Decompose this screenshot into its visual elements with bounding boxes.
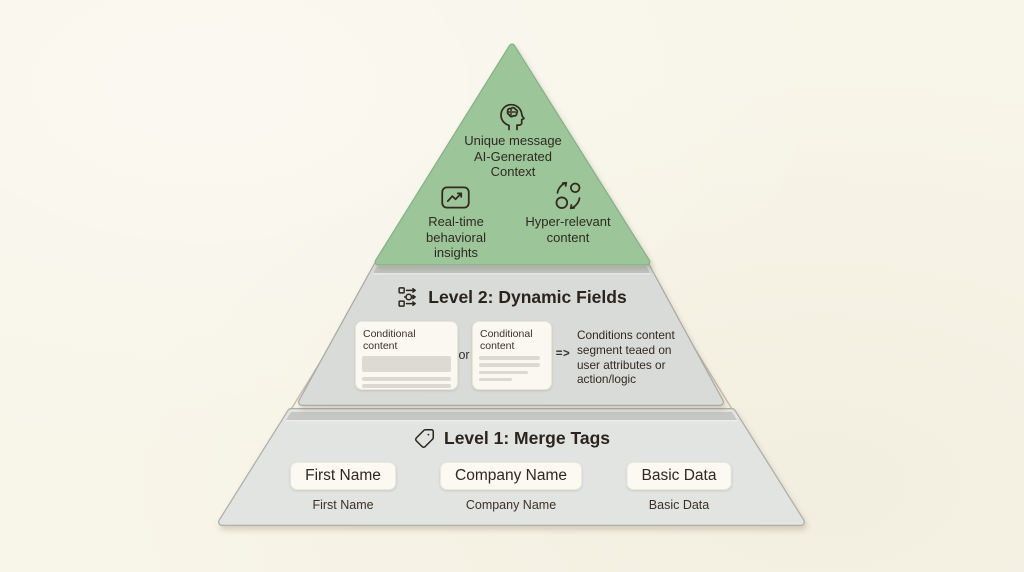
- placeholder-block: [362, 356, 451, 372]
- placeholder-line: [479, 377, 512, 382]
- card-title: Conditional content: [480, 328, 533, 352]
- placeholder-line: [362, 377, 451, 381]
- workflow-icon: [397, 286, 419, 308]
- merge-tag-caption: First Name: [312, 498, 374, 512]
- merge-tag-caption: Basic Data: [648, 498, 710, 512]
- level2-header: Level 2: Dynamic Fields: [397, 286, 627, 308]
- merge-tag-caption: Company Name: [465, 498, 557, 512]
- merge-tag-chip-first-name: First Name: [290, 462, 396, 490]
- tag-icon: [414, 428, 435, 449]
- sync-circles-icon: [551, 178, 586, 213]
- conditional-content-card-2: Conditional content: [472, 321, 552, 390]
- or-label: or: [458, 348, 470, 362]
- merge-tag-chip-basic-data: Basic Data: [626, 462, 732, 490]
- level1-header: Level 1: Merge Tags: [414, 428, 610, 449]
- top-right-label: Hyper-relevant content: [525, 214, 611, 245]
- top-left-label: Real-time behavioral insights: [426, 214, 486, 260]
- trend-chart-icon: [441, 186, 470, 209]
- level1-title: Level 1: Merge Tags: [444, 428, 610, 448]
- level2-description: Conditions content segment teaed on user…: [577, 328, 675, 387]
- placeholder-line: [479, 370, 528, 375]
- card-title: Conditional content: [363, 328, 416, 352]
- brain-head-icon: [494, 99, 531, 135]
- placeholder-line: [362, 391, 421, 396]
- merge-tag-chip-company-name: Company Name: [440, 462, 582, 490]
- arrow-label: =>: [555, 348, 571, 360]
- placeholder-line: [362, 384, 451, 388]
- top-center-label: Unique message AI-Generated Context: [464, 133, 562, 179]
- conditional-content-card-1: Conditional content: [355, 321, 458, 396]
- placeholder-line: [479, 356, 541, 360]
- level2-title: Level 2: Dynamic Fields: [428, 286, 627, 307]
- placeholder-line: [479, 363, 541, 367]
